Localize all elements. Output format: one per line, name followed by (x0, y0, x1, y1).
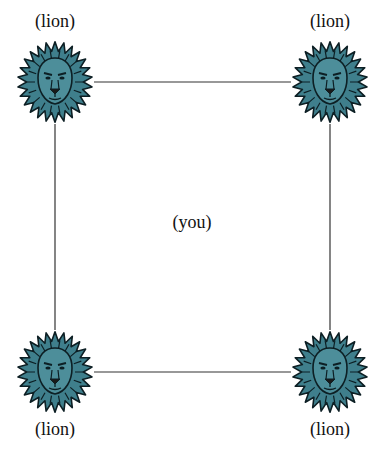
lion-illustration (16, 40, 94, 124)
square-side (94, 371, 291, 372)
lion-node: (lion) (291, 330, 369, 440)
node-label: (lion) (310, 418, 350, 440)
lion-node: (lion) (16, 330, 94, 440)
lion-illustration (291, 330, 369, 414)
lion-node: (lion) (291, 10, 369, 124)
center-label: (you) (173, 211, 212, 233)
square-side (329, 124, 330, 330)
node-label: (lion) (310, 10, 350, 32)
square-side (94, 81, 291, 82)
lion-illustration (291, 40, 369, 124)
node-label: (lion) (35, 10, 75, 32)
square-side (54, 124, 55, 330)
node-label: (lion) (35, 418, 75, 440)
lion-illustration (16, 330, 94, 414)
lion-node: (lion) (16, 10, 94, 124)
